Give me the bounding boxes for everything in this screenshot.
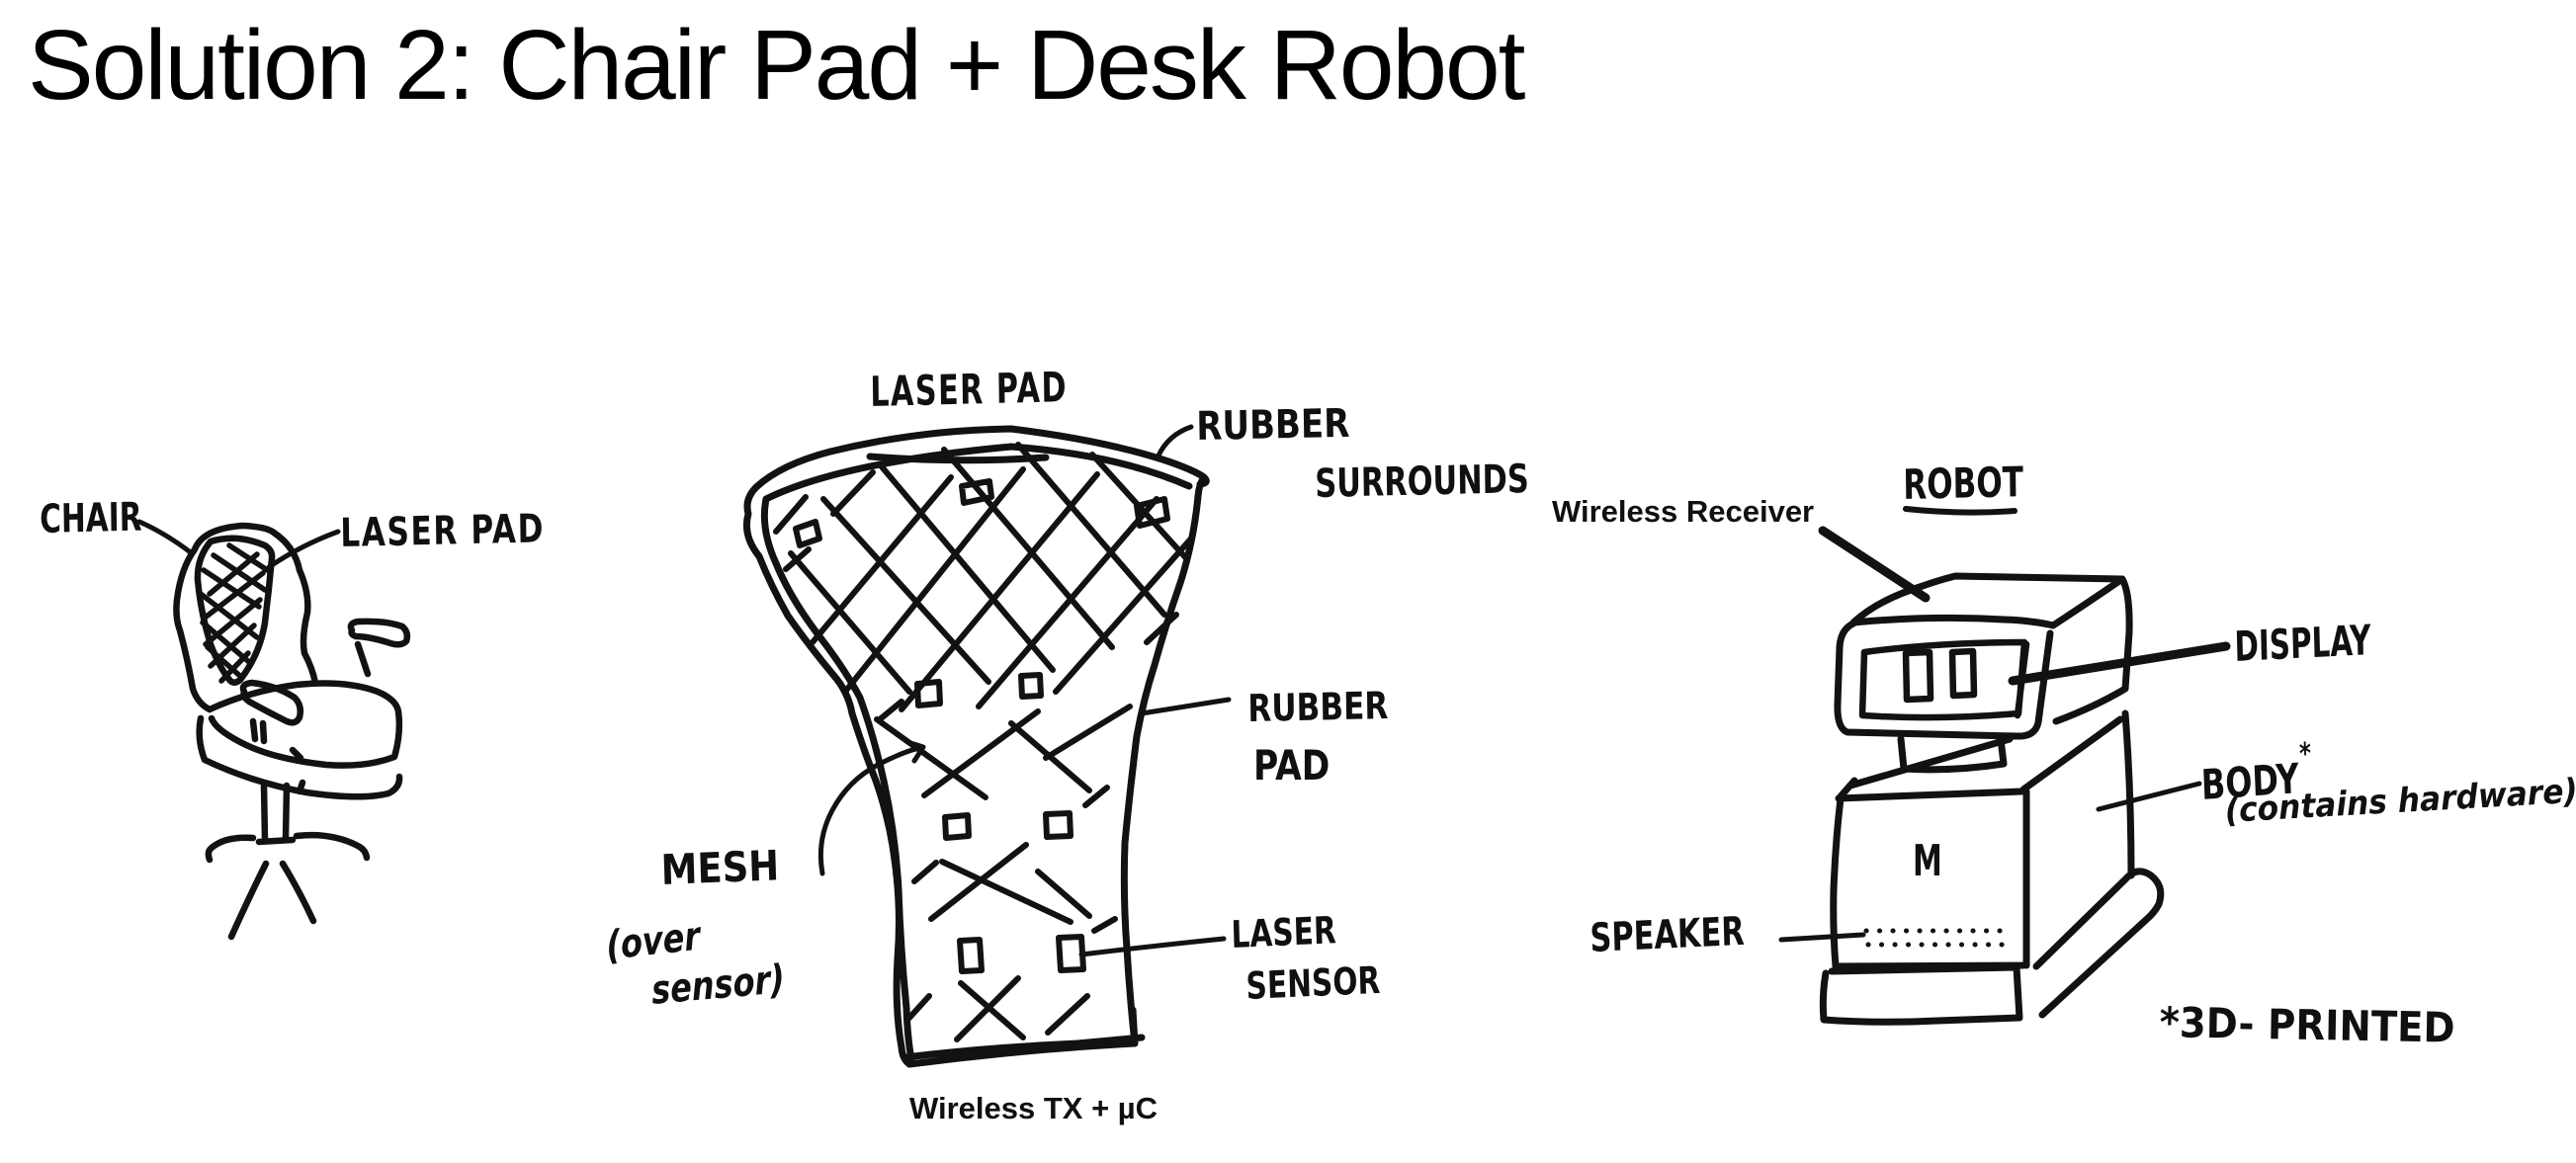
robot-base	[1819, 868, 2165, 1026]
mesh-note-line1: (over	[604, 913, 702, 969]
chair-pad-label-leader	[266, 529, 341, 570]
laser-pad-sketch	[742, 424, 1232, 1068]
robot-speaker-dots	[1863, 928, 2006, 948]
chair-back-crosshatch	[198, 542, 272, 684]
mesh-note-line2: sensor)	[649, 956, 787, 1014]
rubber-surrounds-label-line1: RUBBER	[1195, 400, 1350, 450]
speaker-label: SPEAKER	[1589, 908, 1746, 961]
chair-label-leader	[136, 519, 195, 556]
laser-sensor-leader	[1078, 936, 1227, 957]
laser-sensor-label-line2: SENSOR	[1245, 957, 1381, 1008]
mesh-leader	[817, 739, 926, 876]
speaker-leader	[1778, 932, 1866, 943]
chair-seat	[196, 680, 403, 800]
robot-front-mark: M	[1913, 836, 1942, 886]
wireless-receiver-label: Wireless Receiver	[1552, 494, 1815, 529]
chair-label: CHAIR	[39, 494, 142, 542]
display-leader	[2008, 641, 2231, 686]
robot-head	[1834, 572, 2133, 774]
robot-body	[1830, 709, 2135, 970]
pad-sensor-squares	[793, 478, 1170, 974]
printed-note: *3D- PRINTED	[2159, 998, 2456, 1052]
body-leader	[2096, 781, 2202, 812]
pad-title-underline	[866, 453, 1050, 464]
rubber-pad-label-line1: RUBBER	[1246, 683, 1389, 730]
body-label-asterisk: *	[2298, 736, 2312, 773]
display-label: DISPLAY	[2233, 616, 2372, 671]
chair-back-outline	[173, 522, 319, 713]
pad-caption: Wireless TX + µC	[909, 1091, 1159, 1125]
robot-display	[1858, 638, 2030, 721]
rubber-surrounds-leader	[1156, 424, 1194, 458]
chair-base	[205, 782, 371, 941]
pad-title: LASER PAD	[869, 363, 1069, 416]
chair-sketch	[136, 519, 411, 941]
rubber-surrounds-label-line2: SURROUNDS	[1314, 457, 1530, 507]
robot-sketch	[1778, 506, 2231, 1026]
pad-lattice-lower	[906, 842, 1118, 1042]
slide-title: Solution 2: Chair Pad + Desk Robot	[28, 10, 1525, 121]
rubber-pad-label-line2: PAD	[1253, 741, 1331, 789]
rubber-pad-leader	[1139, 697, 1232, 716]
laser-sensor-label-line1: LASER	[1230, 908, 1337, 956]
chair-pad-label: LASER PAD	[339, 506, 546, 556]
wireless-receiver-leader	[1818, 526, 1931, 603]
robot-title: ROBOT	[1902, 457, 2024, 509]
robot-title-underline	[1903, 506, 2018, 516]
chair-armrests	[239, 618, 411, 745]
mesh-label: MESH	[659, 841, 780, 894]
robot-eyes	[1902, 647, 1978, 704]
pad-lattice-middle	[874, 699, 1133, 808]
